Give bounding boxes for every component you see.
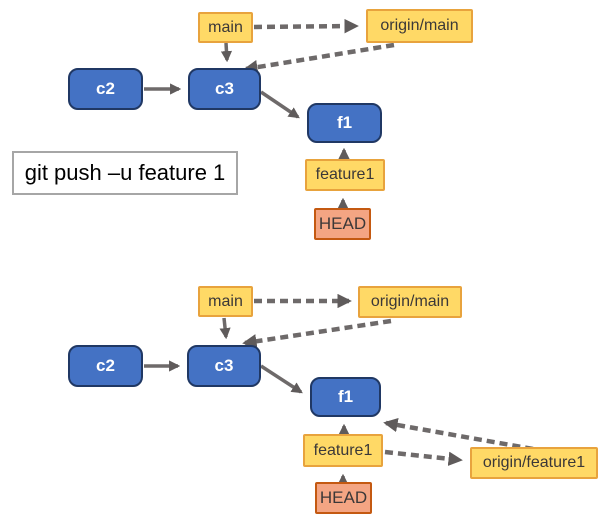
- dashed-arrow-origin-feature1-to-f1: [383, 417, 534, 452]
- commit-node-f1-bottom: f1: [310, 377, 381, 417]
- branch-label-feature1-bottom: feature1: [303, 434, 383, 467]
- branch-label-feature1-top: feature1: [305, 159, 385, 191]
- head-pointer-top: HEAD: [314, 208, 371, 240]
- arrow-main-to-c3-top: [220, 42, 233, 63]
- branch-label-origin-feature1: origin/feature1: [470, 447, 598, 479]
- arrow-c3-to-f1-bottom: [260, 364, 303, 394]
- commit-node-c3-bottom-text: c3: [214, 356, 234, 375]
- commit-node-c3-top-text: c3: [215, 79, 234, 98]
- commit-node-c2-bottom-text: c2: [96, 356, 115, 375]
- dashed-arrow-feature1-to-origin-feature1: [384, 449, 463, 466]
- commit-node-c2-top: c2: [68, 68, 143, 110]
- dashed-arrow-main-to-origin-main-top: [253, 18, 359, 34]
- command-label: git push –u feature 1: [12, 151, 238, 195]
- branch-label-origin-main-bottom-text: origin/main: [370, 293, 450, 310]
- commit-node-c2-top-text: c2: [96, 79, 115, 98]
- commit-node-f1-top-text: f1: [336, 113, 353, 132]
- branch-label-origin-feature1-text: origin/feature1: [482, 454, 586, 471]
- dashed-arrow-origin-main-to-c3-bottom: [242, 318, 392, 349]
- branch-label-feature1-top-text: feature1: [315, 166, 375, 183]
- branch-label-origin-main-top-text: origin/main: [380, 17, 459, 34]
- branch-label-main-bottom-text: main: [208, 292, 243, 310]
- command-label-text: git push –u feature 1: [24, 160, 226, 185]
- commit-node-c3-bottom: c3: [187, 345, 261, 387]
- head-pointer-bottom-text: HEAD: [319, 488, 368, 507]
- head-pointer-top-text: HEAD: [318, 214, 367, 233]
- arrow-main-to-c3-bottom: [219, 317, 231, 340]
- commit-node-f1-top: f1: [307, 103, 382, 143]
- arrow-c3-to-f1-top: [260, 90, 300, 119]
- commit-node-c2-bottom: c2: [68, 345, 143, 387]
- branch-label-feature1-bottom-text: feature1: [313, 441, 373, 459]
- branch-label-origin-main-bottom: origin/main: [358, 286, 462, 318]
- dashed-arrow-origin-main-to-c3-top: [243, 42, 395, 75]
- commit-node-c3-top: c3: [188, 68, 261, 110]
- branch-label-origin-main-top: origin/main: [366, 9, 473, 43]
- head-pointer-bottom: HEAD: [315, 482, 372, 514]
- branch-label-main-top: main: [198, 12, 253, 43]
- branch-label-main-bottom: main: [198, 286, 253, 317]
- commit-node-f1-bottom-text: f1: [337, 387, 354, 406]
- branch-label-main-top-text: main: [208, 18, 243, 36]
